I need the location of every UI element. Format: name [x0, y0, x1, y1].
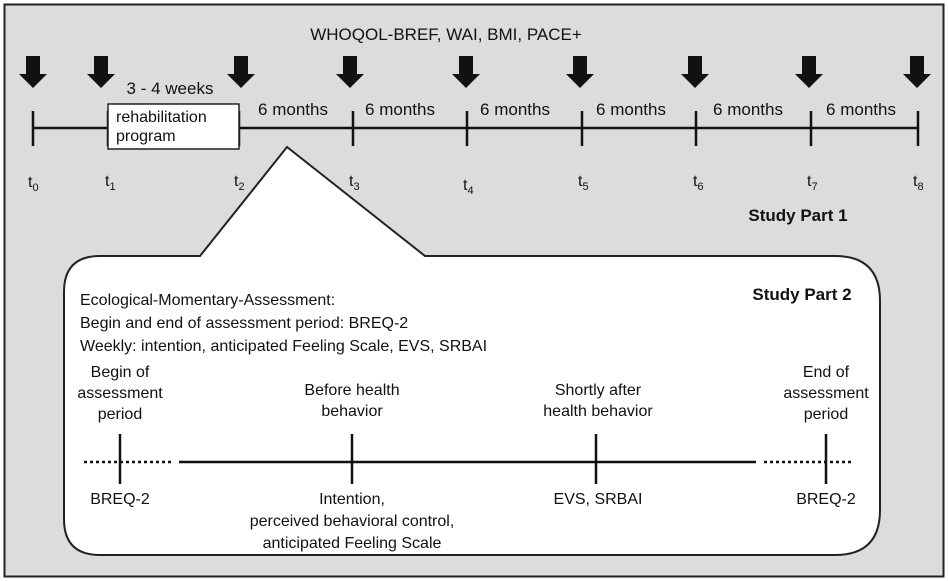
rehab-duration-label: 3 - 4 weeks — [127, 79, 214, 98]
phase-top-label: Shortly after — [555, 382, 642, 399]
measures-label: WHOQOL-BREF, WAI, BMI, PACE+ — [310, 25, 582, 44]
phase-top-label: Begin of — [91, 364, 150, 381]
phase-top-label: health behavior — [543, 403, 653, 420]
study-part2-title: Study Part 2 — [752, 285, 851, 304]
timepoint-base: t — [693, 173, 698, 190]
rehabilitation-box — [107, 103, 240, 150]
timepoint-subscript: 8 — [917, 181, 923, 193]
timepoint-subscript: 1 — [109, 181, 115, 193]
timepoint-label: t1 — [105, 173, 116, 193]
measurement-arrows — [19, 56, 931, 88]
timepoint-base: t — [349, 173, 354, 190]
rehab-box-line-2: program — [116, 128, 176, 145]
timepoint-base: t — [234, 173, 239, 190]
ema-info-line-2: Begin and end of assessment period: BREQ… — [80, 315, 408, 332]
down-arrow-icon — [681, 56, 709, 88]
timepoint-label: t5 — [578, 173, 589, 193]
interval-label: 6 months — [713, 100, 783, 119]
down-arrow-icon — [87, 56, 115, 88]
interval-label: 6 months — [480, 100, 550, 119]
phase-bottom-label: EVS, SRBAI — [554, 491, 643, 508]
part2-ticks — [118, 434, 828, 484]
timepoint-label: t2 — [234, 173, 245, 193]
down-arrow-icon — [452, 56, 480, 88]
timepoint-label: t8 — [913, 173, 924, 193]
down-arrow-icon — [903, 56, 931, 88]
interval-labels: 6 months 6 months 6 months 6 months 6 months… — [258, 100, 896, 119]
phase-top-label: End of — [803, 364, 850, 381]
timepoint-base: t — [913, 173, 918, 190]
timepoint-subscript: 4 — [467, 185, 473, 197]
timepoint-subscript: 6 — [697, 181, 703, 193]
interval-label: 6 months — [258, 100, 328, 119]
timepoint-subscript: 2 — [238, 181, 244, 193]
ema-info-line-1: Ecological-Momentary-Assessment: — [80, 292, 335, 309]
phase-top-label: behavior — [321, 403, 383, 420]
study-part1-title: Study Part 1 — [748, 206, 847, 225]
timepoint-subscript: 7 — [811, 181, 817, 193]
timepoint-label: t6 — [693, 173, 704, 193]
timepoint-subscript: 3 — [353, 181, 359, 193]
down-arrow-icon — [336, 56, 364, 88]
phase-bottom-label: BREQ-2 — [796, 491, 856, 508]
down-arrow-icon — [795, 56, 823, 88]
timepoint-subscript: 5 — [582, 181, 588, 193]
timepoint-base: t — [578, 173, 583, 190]
timepoint-label: t7 — [807, 173, 818, 193]
phase-top-label: period — [804, 406, 848, 423]
study-part2-callout — [63, 145, 881, 556]
timepoint-base: t — [28, 174, 33, 191]
down-arrow-icon — [19, 56, 47, 88]
down-arrow-icon — [566, 56, 594, 88]
phase-bottom-label: BREQ-2 — [90, 491, 150, 508]
timepoint-subscript: 0 — [32, 182, 38, 194]
down-arrow-icon — [227, 56, 255, 88]
interval-label: 6 months — [826, 100, 896, 119]
rehab-box-line-1: rehabilitation — [116, 109, 207, 126]
timepoint-label: t3 — [349, 173, 360, 193]
timepoint-base: t — [807, 173, 812, 190]
phase-bottom-label: Intention, — [319, 491, 385, 508]
timepoint-base: t — [105, 173, 110, 190]
timepoint-label: t0 — [28, 174, 39, 194]
phase-top-label: Before health — [304, 382, 399, 399]
phase-top-label: period — [98, 406, 142, 423]
timepoint-base: t — [463, 177, 468, 194]
phase-top-label: assessment — [77, 385, 163, 402]
ema-info-line-3: Weekly: intention, anticipated Feeling S… — [80, 338, 487, 355]
timepoint-label: t4 — [463, 177, 474, 197]
phase-top-label: assessment — [783, 385, 869, 402]
interval-label: 6 months — [596, 100, 666, 119]
phase-bottom-label: anticipated Feeling Scale — [263, 535, 442, 552]
phase-bottom-label: perceived behavioral control, — [250, 513, 455, 530]
interval-label: 6 months — [365, 100, 435, 119]
